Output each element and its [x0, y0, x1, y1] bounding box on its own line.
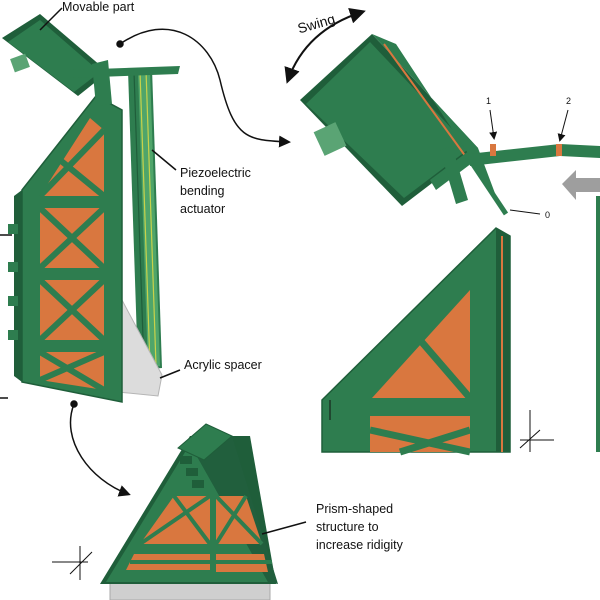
label-prism-line3: increase ridigity	[316, 538, 403, 552]
right-braces	[362, 337, 478, 456]
label-point-2: 2	[566, 96, 572, 106]
right-movable-block	[300, 34, 496, 206]
label-piezo-line1: Piezoelectric	[180, 166, 251, 180]
label-acrylic-spacer: Acrylic spacer	[184, 358, 262, 372]
label-piezo-line3: actuator	[180, 202, 226, 216]
right-assembly	[284, 8, 600, 456]
label-prism-line2: structure to	[316, 520, 379, 534]
prism-structure	[100, 423, 278, 600]
frame-side	[14, 190, 22, 382]
movable-part	[2, 14, 180, 106]
axes-icon-right	[519, 410, 554, 452]
piezo-actuator-strips	[128, 68, 162, 370]
extension-arm	[468, 144, 600, 166]
label-piezo-line2: bending	[180, 184, 225, 198]
axes-icon-bottom	[52, 546, 93, 580]
push-arrow	[562, 170, 600, 200]
label-movable-part: Movable part	[62, 0, 135, 14]
label-prism-line1: Prism-shaped	[316, 502, 394, 516]
frame-tabs	[8, 224, 18, 340]
swing-arrow	[284, 8, 366, 84]
label-point-1: 1	[486, 96, 492, 106]
truss-braces	[36, 127, 108, 393]
label-point-0: 0	[545, 210, 551, 220]
connector-arrows	[0, 7, 307, 535]
prism-braces	[130, 494, 272, 564]
left-assembly	[2, 14, 180, 403]
